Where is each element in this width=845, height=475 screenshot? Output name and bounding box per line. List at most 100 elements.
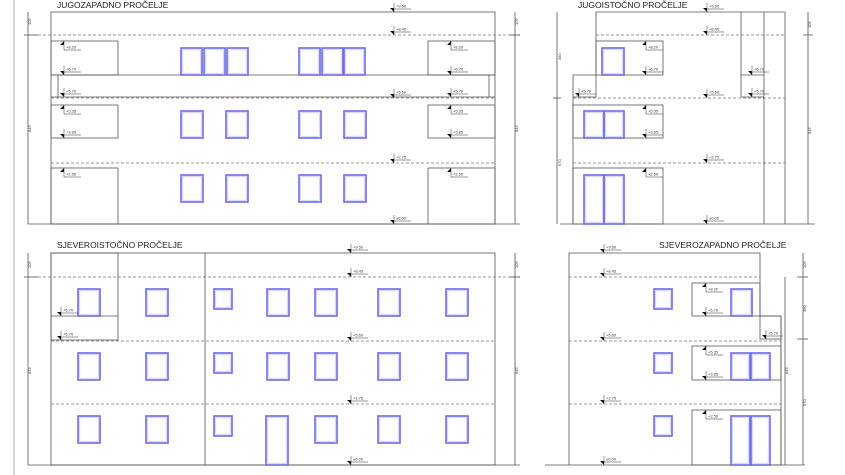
window-opening xyxy=(298,47,321,76)
door-opening xyxy=(601,47,625,76)
level-triangle-icon xyxy=(390,8,394,12)
level-marker: +9.50 xyxy=(703,3,724,12)
level-label: +9.50 xyxy=(709,4,720,9)
level-marker: +2.50 xyxy=(702,410,723,420)
level-triangle-icon xyxy=(600,461,604,465)
level-marker: +8.20 xyxy=(702,283,723,293)
level-label: +8.45 xyxy=(606,269,617,274)
level-triangle-icon xyxy=(60,105,64,109)
level-label: +9.50 xyxy=(606,245,617,250)
level-markers-layer: +9.50 +8.45 +5.60 +2.75 ±0.00 +8.20 +6.70 +5.70… xyxy=(57,3,783,465)
level-triangle-icon xyxy=(60,41,64,45)
level-marker: +5.70 xyxy=(762,330,783,339)
level-label: +6.70 xyxy=(648,67,659,72)
level-marker: +3.85 xyxy=(702,371,723,380)
level-triangle-icon xyxy=(390,94,394,98)
balcony-door-opening xyxy=(730,415,751,466)
level-marker: +5.70 xyxy=(447,88,468,97)
elevation-title: JUGOISTOČNO PROČELJE xyxy=(578,0,688,10)
level-marker: +2.75 xyxy=(347,395,368,404)
level-triangle-icon xyxy=(600,400,604,404)
level-triangle-icon xyxy=(642,105,646,109)
dimension-label: 105 xyxy=(802,261,807,268)
window-opening xyxy=(343,110,367,139)
level-marker: +2.75 xyxy=(703,154,724,163)
level-label: +3.85 xyxy=(648,130,659,135)
level-triangle-icon xyxy=(642,168,646,172)
dimension-label: 845 xyxy=(27,125,32,132)
level-triangle-icon xyxy=(57,312,61,316)
level-label: +5.70 xyxy=(453,89,464,94)
level-marker: +5.35 xyxy=(702,346,723,356)
level-label: ±0.00 xyxy=(709,216,720,221)
level-marker: +6.70 xyxy=(702,307,723,316)
level-triangle-icon xyxy=(642,134,646,138)
level-marker: +8.45 xyxy=(347,268,368,277)
level-marker: +8.20 xyxy=(642,41,663,51)
window-opening xyxy=(266,352,290,381)
level-label: +2.75 xyxy=(606,396,617,401)
level-label: +5.70 xyxy=(768,331,779,336)
level-label: +5.60 xyxy=(606,333,617,338)
dimension-label: 845 xyxy=(784,367,789,374)
level-triangle-icon xyxy=(703,31,707,35)
level-label: +5.60 xyxy=(396,90,407,95)
level-label: +6.70 xyxy=(453,67,464,72)
level-label: +2.50 xyxy=(453,172,464,177)
level-marker: +5.60 xyxy=(703,89,724,98)
window-opening xyxy=(145,288,169,317)
level-marker: +5.35 xyxy=(642,105,663,115)
level-triangle-icon xyxy=(748,93,752,97)
level-triangle-icon xyxy=(347,249,351,253)
dimension-label: 845 xyxy=(27,367,32,374)
level-triangle-icon xyxy=(447,71,451,75)
elevation-title: SJEVEROZAPADNO PROČELJE xyxy=(659,240,787,250)
dimension-label: 105 xyxy=(514,18,519,25)
window-opening xyxy=(314,415,338,444)
balcony-door-opening xyxy=(603,110,625,139)
level-marker: +8.45 xyxy=(600,268,621,277)
window-opening xyxy=(445,415,469,444)
level-marker: +6.70 xyxy=(447,66,468,75)
window-opening xyxy=(653,288,673,310)
level-triangle-icon xyxy=(447,134,451,138)
level-triangle-icon xyxy=(57,336,61,340)
window-opening xyxy=(213,352,233,374)
level-triangle-icon xyxy=(60,93,64,97)
level-marker: +9.50 xyxy=(347,244,368,253)
level-marker: +6.70 xyxy=(642,66,663,75)
window-opening xyxy=(266,288,290,317)
level-label: +6.70 xyxy=(754,67,765,72)
level-label: +3.85 xyxy=(66,130,77,135)
level-marker: +2.75 xyxy=(600,395,621,404)
level-triangle-icon xyxy=(347,400,351,404)
window-opening xyxy=(77,288,101,317)
windows-layer xyxy=(77,47,771,466)
level-marker: +9.50 xyxy=(600,244,621,253)
level-triangle-icon xyxy=(748,71,752,75)
window-opening xyxy=(445,288,469,317)
level-label: +5.35 xyxy=(648,109,659,114)
level-marker: +2.50 xyxy=(642,168,663,178)
level-label: ±0.00 xyxy=(396,216,407,221)
level-label: +2.50 xyxy=(648,172,659,177)
level-label: +3.85 xyxy=(708,372,719,377)
level-triangle-icon xyxy=(347,273,351,277)
window-opening xyxy=(653,415,673,437)
level-triangle-icon xyxy=(702,283,706,287)
level-label: +2.75 xyxy=(353,396,364,401)
window-opening xyxy=(180,110,204,139)
level-marker: +5.60 xyxy=(347,332,368,341)
level-label: +2.50 xyxy=(66,172,77,177)
window-opening xyxy=(77,415,101,444)
balcony-door-opening xyxy=(603,174,625,225)
balcony-door-opening xyxy=(583,174,605,225)
level-marker: +8.20 xyxy=(60,41,81,51)
level-label: +2.75 xyxy=(709,155,720,160)
level-triangle-icon xyxy=(702,346,706,350)
level-triangle-icon xyxy=(702,312,706,316)
level-marker: +5.60 xyxy=(600,332,621,341)
level-label: +5.60 xyxy=(353,333,364,338)
window-opening xyxy=(377,415,401,444)
